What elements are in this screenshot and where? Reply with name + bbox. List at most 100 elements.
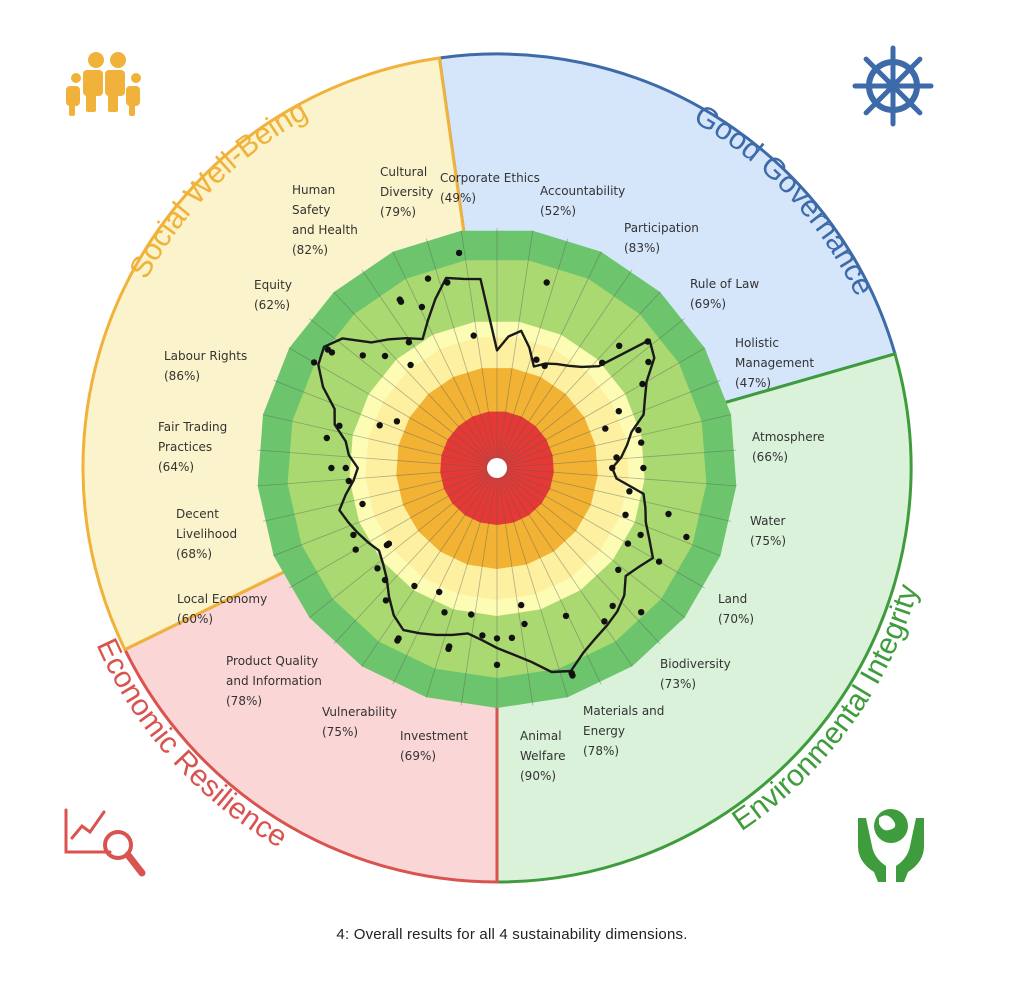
spoke xyxy=(496,291,661,469)
spoke xyxy=(257,467,498,487)
spoke xyxy=(309,467,498,618)
theme-name: Equity xyxy=(254,278,292,292)
person-head xyxy=(131,73,141,83)
indicator-series xyxy=(310,249,690,679)
theme-name: Animal xyxy=(520,729,562,743)
indicator-point xyxy=(622,511,629,518)
theme-name: Corporate Ethics xyxy=(440,171,540,185)
theme-name: Management xyxy=(735,356,814,370)
theme-label: Biodiversity(73%) xyxy=(660,657,731,691)
theme-score: (68%) xyxy=(176,547,212,561)
indicator-point xyxy=(470,332,477,339)
indicator-point xyxy=(613,454,620,461)
indicator-point xyxy=(328,349,336,356)
spoke xyxy=(425,467,498,698)
theme-score: (62%) xyxy=(254,298,290,312)
spoke xyxy=(309,318,498,469)
indicator-point xyxy=(599,359,606,366)
indicator-point xyxy=(383,541,391,549)
theme-label: Equity (62%) xyxy=(254,278,292,312)
theme-score: (75%) xyxy=(322,725,358,739)
left-hand xyxy=(858,818,886,882)
spoke xyxy=(496,467,602,685)
spoke xyxy=(425,238,498,469)
indicator-point xyxy=(493,635,501,642)
indicator-point xyxy=(568,670,575,677)
indicator-point xyxy=(683,533,690,541)
theme-name: Atmosphere xyxy=(752,430,825,444)
indicator-point xyxy=(468,611,475,618)
theme-score: (78%) xyxy=(226,694,262,708)
theme-score: (90%) xyxy=(520,769,556,783)
ships-wheel-icon xyxy=(852,45,934,127)
theme-label: Atmosphere (66%) xyxy=(752,430,825,464)
theme-name: Water xyxy=(750,514,786,528)
theme-name: Diversity xyxy=(380,185,433,199)
theme-name: Human xyxy=(292,183,335,197)
center-hole xyxy=(487,458,507,478)
indicator-point xyxy=(602,425,609,432)
person-head xyxy=(88,52,104,68)
person-body xyxy=(105,70,125,96)
indicator-point xyxy=(342,464,349,472)
indicator-point xyxy=(418,303,426,311)
wheel-spoke xyxy=(863,83,896,116)
spoke xyxy=(273,379,498,469)
indicator-point xyxy=(397,298,405,305)
spoke xyxy=(496,467,721,557)
indicator-point xyxy=(562,612,570,620)
theme-score: (49%) xyxy=(440,191,476,205)
theme-score: (64%) xyxy=(158,460,194,474)
indicator-point xyxy=(655,558,663,565)
indicator-point xyxy=(436,588,443,596)
theme-name: Decent xyxy=(176,507,219,521)
wheel-spoke xyxy=(890,56,923,89)
theme-label: Rule of Law(69%) xyxy=(690,277,759,311)
spoke xyxy=(460,230,498,469)
theme-name: and Information xyxy=(226,674,322,688)
spoke xyxy=(496,230,534,469)
indicator-spokes xyxy=(257,228,737,708)
sustainability-radar-chart: Corporate Ethics(49%)Accountability(52%)… xyxy=(64,45,934,884)
spoke xyxy=(392,251,498,469)
person-head xyxy=(110,52,126,68)
spoke xyxy=(333,291,498,469)
indicator-point xyxy=(601,618,608,625)
indicator-point xyxy=(411,582,418,590)
theme-score: (66%) xyxy=(752,450,788,464)
theme-name: Land xyxy=(718,592,747,606)
theme-score: (69%) xyxy=(400,749,436,763)
indicator-point xyxy=(616,342,623,349)
indicator-point xyxy=(407,361,414,369)
theme-score: (70%) xyxy=(718,612,754,626)
spoke xyxy=(496,269,633,469)
indicator-point xyxy=(424,275,432,282)
figure-caption: 4: Overall results for all 4 sustainabil… xyxy=(336,926,688,943)
theme-name: Accountability xyxy=(540,184,625,198)
person-leg xyxy=(69,104,75,116)
theme-score: (82%) xyxy=(292,243,328,257)
spoke xyxy=(496,379,721,469)
indicator-point xyxy=(374,565,381,572)
spoke xyxy=(273,467,498,557)
spoke xyxy=(496,238,569,469)
indicator-point xyxy=(615,566,622,573)
person-head xyxy=(71,73,81,83)
theme-label: Participation(83%) xyxy=(624,221,699,255)
theme-score: (47%) xyxy=(735,376,771,390)
spoke xyxy=(257,449,498,469)
indicator-point xyxy=(638,609,645,616)
magnifier-lens xyxy=(103,830,133,860)
theme-score: (60%) xyxy=(177,612,213,626)
dimension-icons xyxy=(64,45,934,882)
spoke xyxy=(262,414,498,469)
globe-land xyxy=(879,815,896,831)
theme-score: (78%) xyxy=(583,744,619,758)
chart-magnifier-icon xyxy=(64,808,146,877)
indicator-point xyxy=(493,661,501,668)
indicator-point xyxy=(665,510,672,518)
theme-name: Participation xyxy=(624,221,699,235)
indicator-point xyxy=(382,597,390,604)
